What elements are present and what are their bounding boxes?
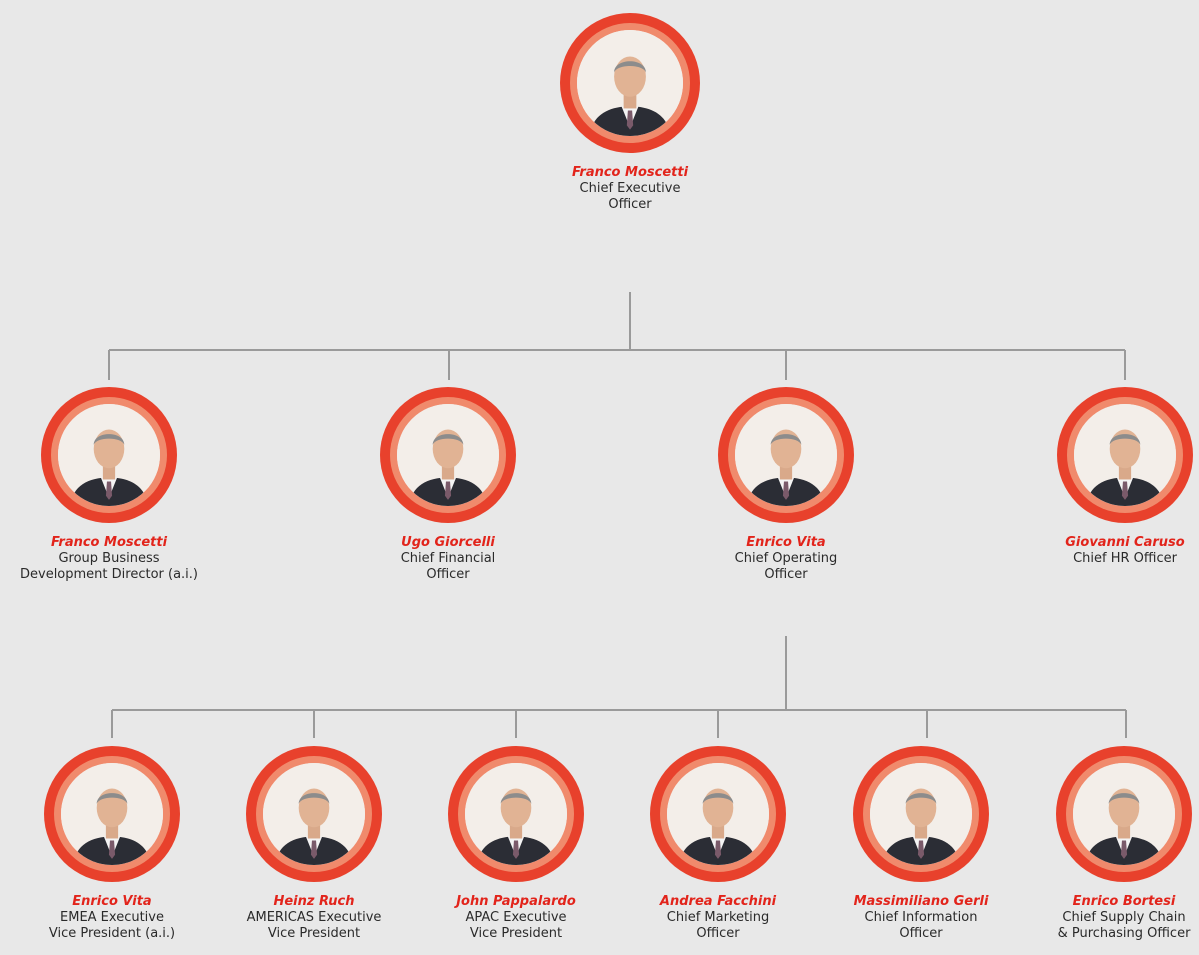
person-role: Chief HR Officer: [1073, 551, 1177, 566]
person-role: Chief Marketing Officer: [666, 910, 770, 941]
portrait-photo: [263, 763, 365, 865]
portrait-ring: [246, 746, 382, 882]
person-role: Chief Operating Officer: [734, 551, 838, 582]
person-name: Enrico Bortesi: [1072, 894, 1176, 909]
portrait-ring: [560, 13, 700, 153]
person-role: AMERICAS Executive Vice President: [246, 910, 382, 941]
org-node-level2: Ugo Giorcelli Chief Financial Officer: [333, 387, 563, 583]
person-name: Franco Moscetti: [50, 535, 168, 550]
portrait-photo: [465, 763, 567, 865]
person-name: John Pappalardo: [456, 894, 576, 909]
person-role: Group Business Development Director (a.i…: [20, 551, 198, 582]
person-name: Heinz Ruch: [273, 894, 355, 909]
portrait-ring: [1057, 387, 1193, 523]
org-node-level2: Enrico Vita Chief Operating Officer: [671, 387, 901, 583]
portrait-photo: [735, 404, 837, 506]
person-name: Andrea Facchini: [659, 894, 777, 909]
org-node-level3: Enrico Bortesi Chief Supply Chain & Purc…: [1009, 746, 1199, 942]
org-node-level3: Enrico Vita EMEA Executive Vice Presiden…: [0, 746, 227, 942]
portrait-photo: [397, 404, 499, 506]
portrait-ring: [380, 387, 516, 523]
person-role: Chief Executive Officer: [579, 181, 681, 212]
person-role: EMEA Executive Vice President (a.i.): [48, 910, 176, 941]
portrait-ring: [41, 387, 177, 523]
portrait-ring: [853, 746, 989, 882]
org-node-level3: John Pappalardo APAC Executive Vice Pres…: [401, 746, 631, 942]
person-role: Chief Financial Officer: [400, 551, 496, 582]
org-node-level2: Giovanni Caruso Chief HR Officer: [1010, 387, 1199, 567]
portrait-photo: [1073, 763, 1175, 865]
person-name: Ugo Giorcelli: [401, 535, 495, 550]
org-node-ceo: Franco Moscetti Chief Executive Officer: [515, 13, 745, 213]
portrait-photo: [667, 763, 769, 865]
person-name: Giovanni Caruso: [1065, 535, 1185, 550]
portrait-photo: [58, 404, 160, 506]
org-node-level3: Massimiliano Gerli Chief Information Off…: [806, 746, 1036, 942]
org-node-level3: Andrea Facchini Chief Marketing Officer: [603, 746, 833, 942]
portrait-photo: [870, 763, 972, 865]
portrait-photo: [577, 30, 683, 136]
org-node-level3: Heinz Ruch AMERICAS Executive Vice Presi…: [199, 746, 429, 942]
portrait-ring: [650, 746, 786, 882]
person-name: Massimiliano Gerli: [853, 894, 989, 909]
portrait-ring: [448, 746, 584, 882]
person-role: Chief Information Officer: [864, 910, 978, 941]
person-role: Chief Supply Chain & Purchasing Officer: [1057, 910, 1191, 941]
portrait-ring: [718, 387, 854, 523]
person-name: Enrico Vita: [746, 535, 826, 550]
person-name: Franco Moscetti: [571, 165, 689, 180]
portrait-photo: [1074, 404, 1176, 506]
portrait-ring: [1056, 746, 1192, 882]
portrait-photo: [61, 763, 163, 865]
person-name: Enrico Vita: [72, 894, 152, 909]
org-node-level2: Franco Moscetti Group Business Developme…: [0, 387, 224, 583]
person-role: APAC Executive Vice President: [465, 910, 567, 941]
portrait-ring: [44, 746, 180, 882]
